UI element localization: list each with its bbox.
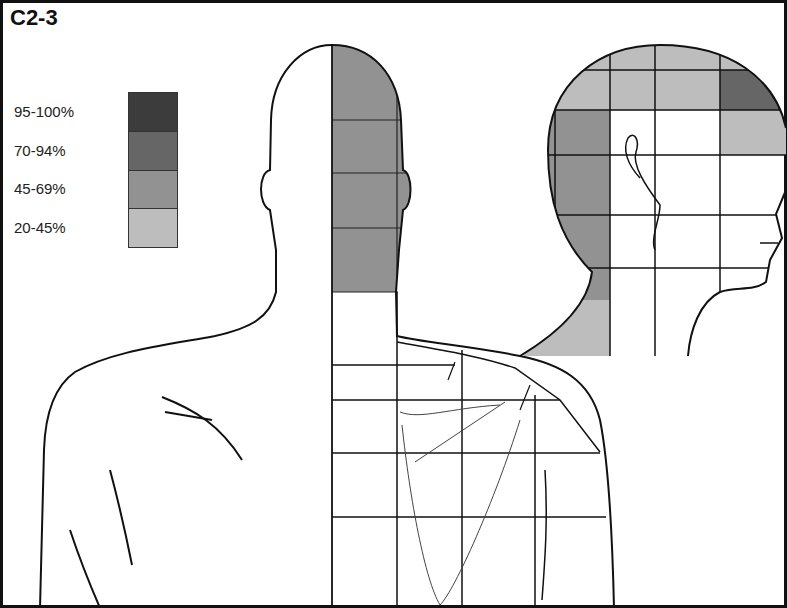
legend-label: 95-100% [14,103,74,120]
grid-line [540,109,787,111]
dermatome-shading [332,40,422,295]
grid-line [719,40,721,300]
midline [331,45,333,608]
arm-line [110,470,132,565]
grid-line [332,227,420,228]
grid-line [534,395,536,608]
legend-swatch [128,131,178,171]
face-outline [688,190,786,356]
grid-line [540,267,787,269]
grid-line [609,40,611,360]
grid-line [332,119,420,120]
ear-outline [626,135,660,250]
grid-line [332,399,560,401]
scapula-line [415,402,505,462]
legend-swatch [128,208,178,248]
grid-line [396,40,397,292]
body-outline [332,45,614,608]
grid-line [448,362,455,380]
grid-line [396,292,398,608]
dermatome-shading [540,110,610,155]
face-area [610,110,720,270]
grid-line [520,385,530,410]
grid-line [540,154,787,156]
grid-line [332,516,606,518]
mouth-line [760,242,778,244]
scapula-line [162,397,242,460]
scapula-line [400,405,500,415]
shoulder-band [397,342,600,452]
legend-swatch [128,170,178,210]
body-outline [40,45,332,608]
dermatome-shading [720,110,787,155]
grid-line [332,291,398,292]
dermatome-shading [655,70,720,110]
grid-line [332,452,600,454]
legend-label: 45-69% [14,180,66,197]
scapula-line [402,420,520,605]
legend-label: 20-45% [14,219,66,236]
scapula-line [165,412,212,420]
dermatome-shading [540,215,610,300]
legend-label: 70-94% [14,142,66,159]
legend-swatch [128,92,178,132]
grid-line [554,40,556,300]
dermatome-shading [540,70,610,110]
arm-line [70,530,100,608]
grid-line [332,364,455,366]
head-outline [520,45,786,356]
grid-line [540,214,787,216]
arm-line [542,470,546,600]
figure-title: C2-3 [10,5,58,31]
dermatome-shading [610,70,655,110]
